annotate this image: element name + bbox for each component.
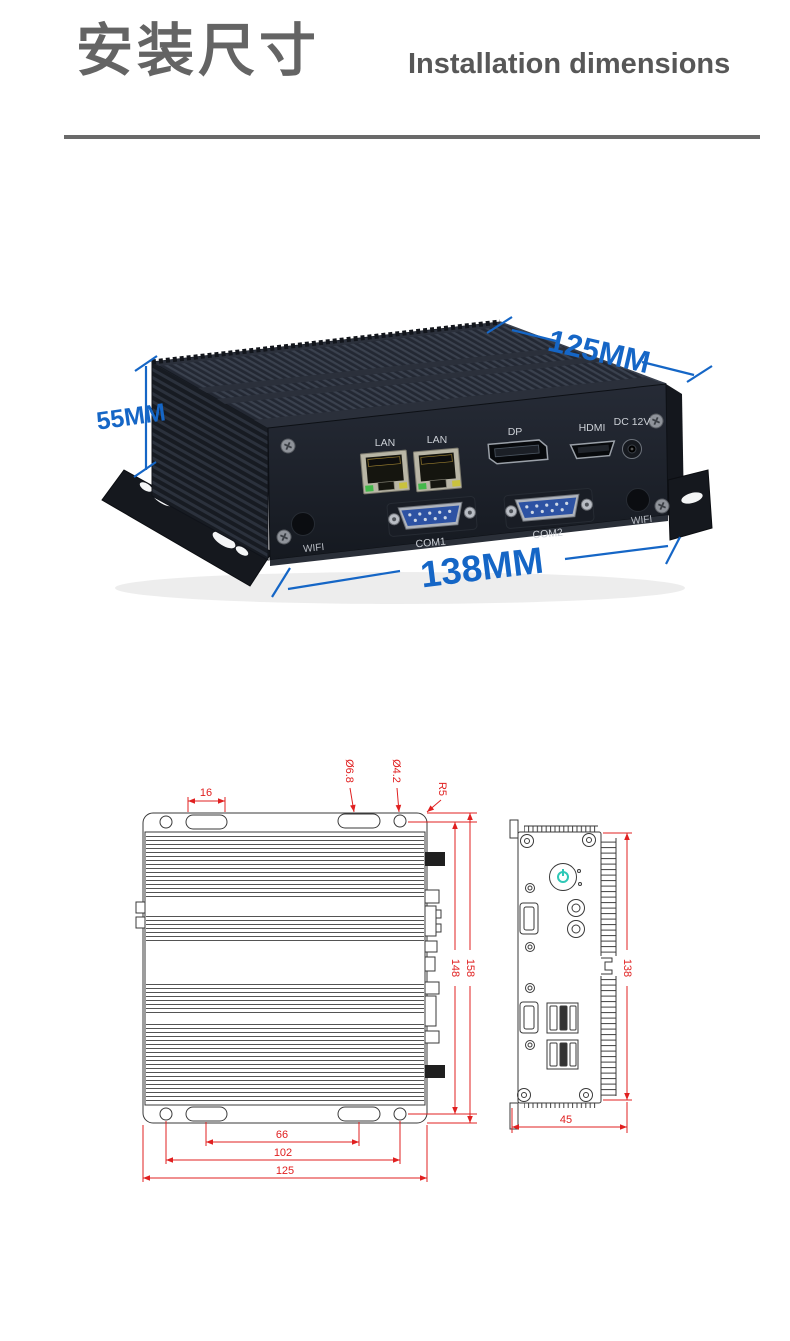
com-screw-side xyxy=(435,909,442,919)
com-port-side xyxy=(424,905,437,937)
fin-group xyxy=(146,1024,424,1101)
fin-ridge xyxy=(151,319,501,365)
label-hdmi: HDMI xyxy=(579,422,606,434)
bottom-teeth xyxy=(524,1103,598,1108)
lan-led-yellow xyxy=(398,482,408,489)
label-dp: DP xyxy=(508,426,523,438)
lan-led-green xyxy=(365,485,374,492)
page-title-english: Installation dimensions xyxy=(408,48,731,80)
label-lan1: LAN xyxy=(375,437,395,449)
lan-led-green xyxy=(418,483,427,490)
port-dc-jack xyxy=(622,439,642,459)
side-connector xyxy=(424,1030,440,1044)
label-wifi-left: WIFI xyxy=(303,542,325,555)
usb-stack xyxy=(546,1002,579,1034)
top-right-edge xyxy=(499,321,667,385)
side-view-dimensions: 138 45 xyxy=(511,832,633,1133)
fin-group xyxy=(146,984,424,1013)
top-teeth xyxy=(524,826,598,832)
side-connector xyxy=(424,940,438,953)
com-screw-side xyxy=(435,923,442,933)
header-divider xyxy=(64,135,760,139)
mount-slot xyxy=(337,813,381,829)
dim-45-label: 45 xyxy=(560,1114,572,1126)
port-com1 xyxy=(386,495,478,537)
side-connector xyxy=(135,901,146,914)
mount-hole xyxy=(159,1107,173,1121)
mount-slot xyxy=(185,814,228,830)
device-shadow xyxy=(115,572,685,604)
flange-edge-bottom xyxy=(509,1102,519,1130)
lan-led-yellow xyxy=(451,480,461,487)
mount-slot xyxy=(337,1106,381,1122)
side-connector xyxy=(424,889,440,904)
mounting-ear-right xyxy=(667,469,713,541)
panel-grommets xyxy=(525,883,535,1050)
port-lan1 xyxy=(359,449,411,495)
front-bottom-chamfer xyxy=(270,515,668,566)
product-photo: LAN LAN DP HDMI DC 12V COM1 COM2 WIFI WI… xyxy=(95,316,713,604)
dim-138-label: 138 xyxy=(621,959,633,977)
label-lan2: LAN xyxy=(427,434,447,446)
power-button xyxy=(549,863,582,891)
wifi-antenna-hole-right xyxy=(626,488,650,512)
dim-55mm-lines xyxy=(133,355,158,478)
top-flat-band xyxy=(217,357,605,404)
dim-138mm-lines xyxy=(271,536,681,598)
corner-screws xyxy=(517,833,596,1102)
fin-notch-bracket xyxy=(601,957,613,975)
port-lan2 xyxy=(412,447,463,493)
label-dc12v: DC 12V xyxy=(614,416,651,428)
mount-slot xyxy=(185,1106,228,1122)
port-dp xyxy=(487,439,549,465)
dim-125-label: 125 xyxy=(276,1165,294,1177)
port-com2 xyxy=(503,487,595,529)
dim-66-label: 66 xyxy=(276,1129,288,1141)
top-flat-band xyxy=(198,347,578,393)
fin-group xyxy=(146,836,424,900)
panel-screws xyxy=(276,413,670,545)
flange-edge-top xyxy=(509,819,519,839)
mount-hole xyxy=(393,1107,407,1121)
side-ports xyxy=(519,899,585,1070)
drawing-side-view: 138 45 xyxy=(509,819,633,1133)
mount-hole xyxy=(159,815,173,829)
dim-158-label: 158 xyxy=(464,959,476,977)
drawing-top-view: 16 Ø6.8 Ø4.2 R5 148 158 xyxy=(135,759,477,1182)
mount-hole xyxy=(393,814,407,828)
antenna-stub xyxy=(425,852,445,866)
page-title-chinese: 安装尺寸 xyxy=(76,19,320,83)
dim-102-label: 102 xyxy=(274,1147,292,1159)
front-panel-ports xyxy=(276,413,670,545)
top-flat-band xyxy=(254,377,666,428)
top-view-dimensions: 16 Ø6.8 Ø4.2 R5 148 158 xyxy=(142,759,477,1182)
dimension-drawings: 16 Ø6.8 Ø4.2 R5 148 158 xyxy=(135,759,633,1182)
side-connector xyxy=(424,956,436,972)
port-labels: LAN LAN DP HDMI DC 12V COM1 COM2 WIFI WI… xyxy=(303,416,653,555)
fin-group xyxy=(146,914,424,944)
side-connector xyxy=(135,916,146,929)
label-com2: COM2 xyxy=(532,527,563,542)
label-com1: COM1 xyxy=(415,536,446,551)
fin-notch-bg xyxy=(599,956,618,976)
dim-hole-dia-label: Ø4.2 xyxy=(390,759,402,783)
dim-slot-dia-label: Ø6.8 xyxy=(343,759,355,783)
com-port-side xyxy=(424,995,437,1027)
dim-corner-radius-label: R5 xyxy=(436,782,448,796)
label-wifi-right: WIFI xyxy=(631,514,653,527)
usb-stack xyxy=(546,1039,579,1070)
dim-148-label: 148 xyxy=(449,959,461,977)
side-connector xyxy=(424,981,440,995)
dim-16-label: 16 xyxy=(200,787,212,799)
antenna-stub xyxy=(425,1065,445,1078)
wifi-antenna-hole-left xyxy=(291,512,315,536)
dim-125mm-lines xyxy=(486,316,713,383)
port-hdmi xyxy=(569,440,616,460)
